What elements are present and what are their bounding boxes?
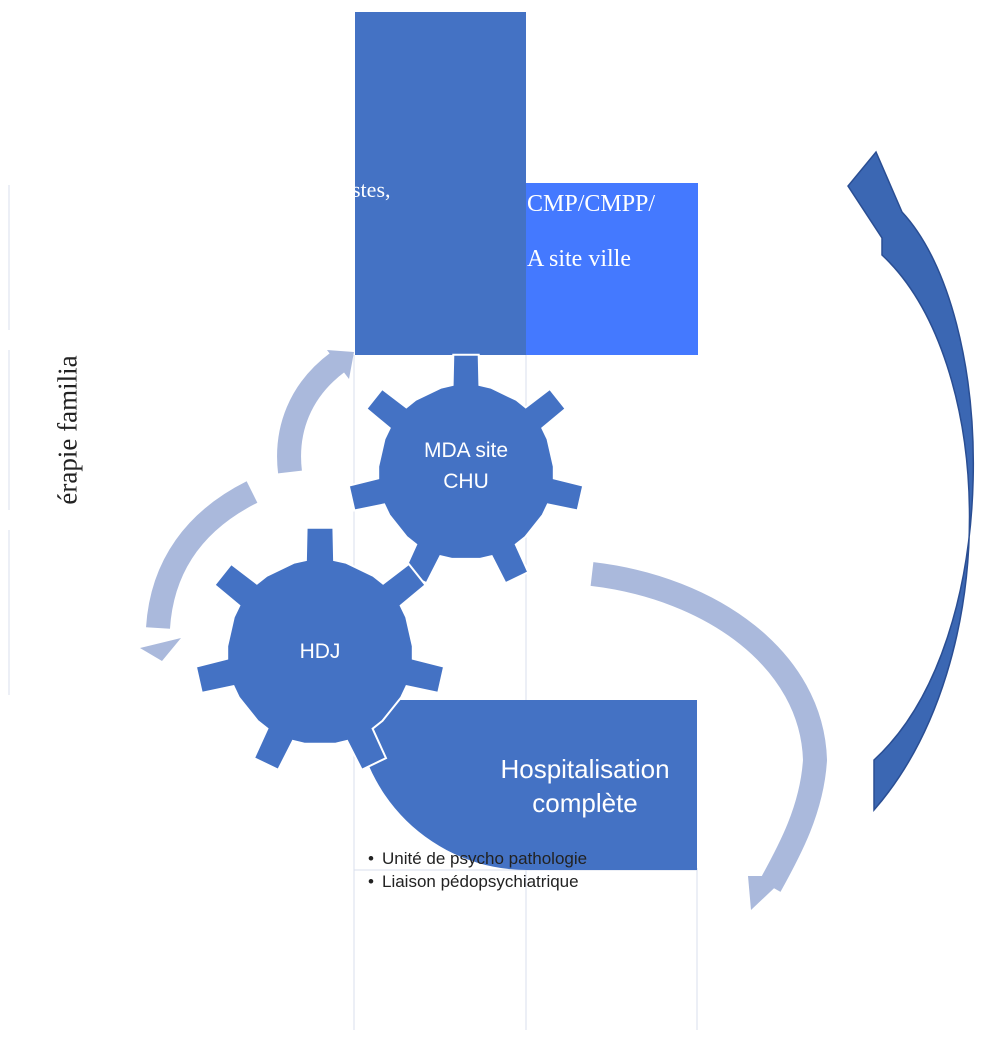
list-item-text: Unité de psycho pathologie	[382, 849, 588, 868]
curved-arrow-icon-left	[140, 481, 258, 661]
gear-icon	[347, 353, 585, 585]
mda-label-line2: CHU	[443, 470, 489, 493]
bullet-symbol: •	[368, 849, 374, 868]
curved-arrow-icon-upper	[277, 350, 354, 474]
mda-label-line1: MDA site	[424, 439, 508, 462]
list-item: • Unité de psycho pathologie	[368, 848, 608, 869]
top-dark-block	[355, 12, 526, 355]
gear-shape	[194, 526, 446, 772]
hdj-label: HDJ	[300, 640, 341, 663]
curved-arrow-icon-large	[847, 150, 974, 813]
list-item-text: Liaison pédopsychiatrique	[382, 872, 579, 891]
hospitalisation-line2: complète	[532, 788, 638, 818]
list-item: • Liaison pédopsychiatrique	[368, 871, 608, 892]
bullet-symbol: •	[368, 872, 374, 891]
cmp-label-line1: CMP/CMPP/	[527, 191, 655, 217]
bullet-list: • Unité de psycho pathologie • Liaison p…	[368, 848, 608, 894]
cmp-label-line2: A site ville	[527, 246, 631, 272]
top-block-left-text: stes,	[352, 177, 391, 202]
hospitalisation-line1: Hospitalisation	[500, 754, 669, 784]
hospitalisation-block	[355, 700, 697, 871]
side-rotated-label: érapie familia	[52, 355, 83, 505]
cmp-block	[526, 183, 698, 355]
gear-icon	[194, 526, 446, 772]
curved-arrow-icon-right	[590, 562, 828, 910]
gear-shape	[347, 353, 585, 585]
